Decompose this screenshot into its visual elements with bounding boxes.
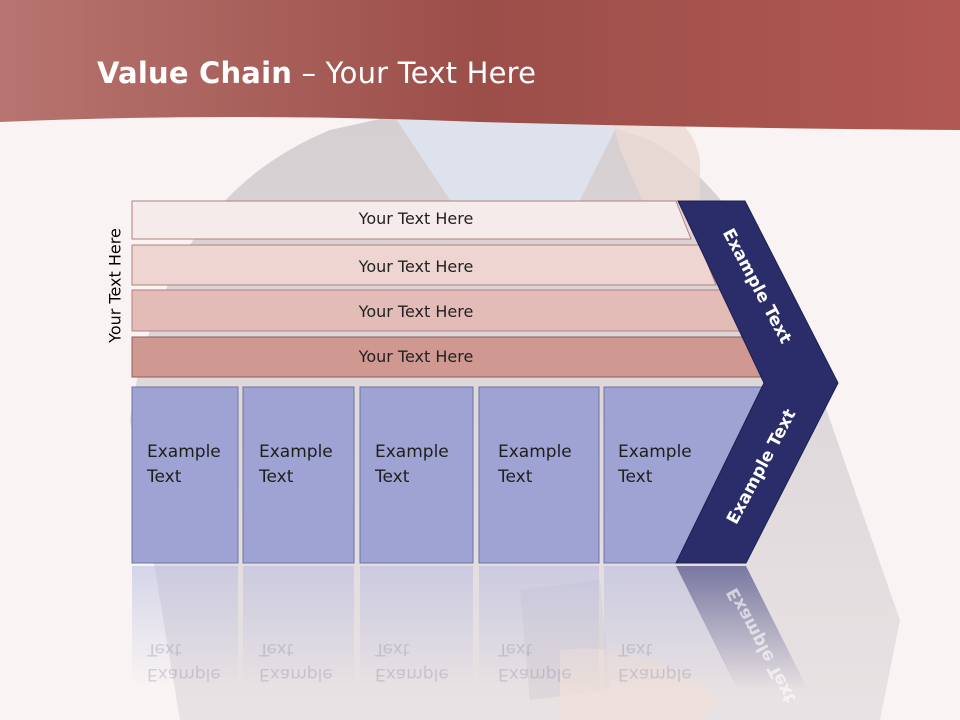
reflection-col-3-text: Example Text (375, 639, 449, 684)
reflection-col-3 (360, 566, 473, 686)
title-rest: – Your Text Here (292, 56, 537, 90)
primary-col-4-shape (478, 386, 600, 564)
header-band (0, 0, 960, 130)
reflection-col-2-text: Example Text (259, 639, 333, 684)
primary-col-4-label: Example Text (498, 442, 572, 487)
reflection-chevron (676, 566, 808, 690)
margin-chevron-shape (675, 200, 839, 564)
reflection-col-5 (604, 566, 740, 690)
primary-col-1-shape (131, 386, 239, 564)
slide-title: Value Chain – Your Text Here (97, 56, 536, 90)
support-row-4-label: Your Text Here (358, 347, 474, 366)
primary-col-2-label: Example Text (259, 442, 333, 487)
primary-col-3-shape (359, 386, 474, 564)
primary-col-3-label: Example Text (375, 442, 449, 487)
reflection-col-5-text: Example Text (618, 639, 692, 684)
support-row-2-shape (131, 244, 717, 286)
support-row-1-shape (131, 200, 692, 240)
reflection-col-4-text: Example Text (498, 639, 572, 684)
reflection-col-2 (243, 566, 354, 686)
title-bold: Value Chain (97, 56, 293, 90)
support-row-2-label: Your Text Here (358, 257, 474, 276)
reflection-col-1-text: Example Text (147, 639, 221, 684)
reflection-col-1 (132, 566, 238, 686)
primary-col-5-label: Example Text (618, 442, 692, 487)
support-activities-side-label: Your Text Here (105, 228, 125, 343)
primary-col-2-shape (242, 386, 355, 564)
reflection-col-4 (479, 566, 599, 686)
primary-col-1-label: Example Text (147, 442, 221, 487)
support-row-3-label: Your Text Here (358, 302, 474, 321)
support-row-1-label: Your Text Here (358, 209, 474, 228)
